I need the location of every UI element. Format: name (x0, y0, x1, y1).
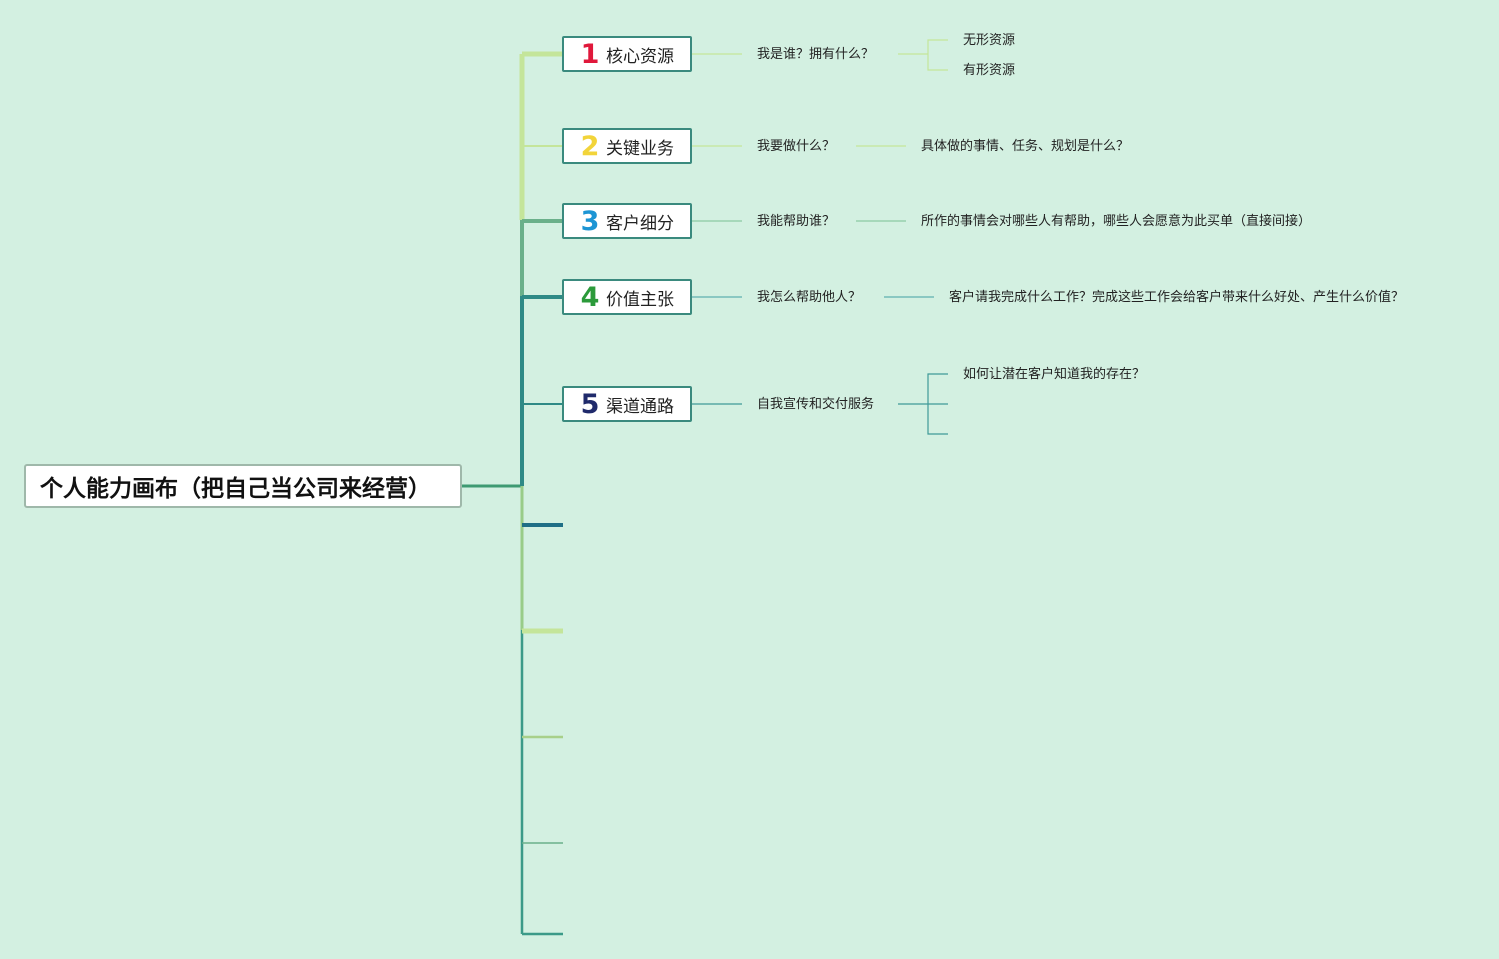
branch-number-5: 5 (580, 388, 600, 420)
branch-number-2: 2 (580, 130, 600, 162)
branch-answer-4[interactable]: 客户请我完成什么工作？完成这些工作会给客户带来什么好处、产生什么价值？ (949, 290, 1405, 305)
branch-topic-3[interactable]: 3 客户细分 (562, 203, 692, 239)
branch-answer-1b[interactable]: 有形资源 (963, 63, 1016, 78)
sub-bracket (927, 39, 948, 71)
branch-topic-4[interactable]: 4 价值主张 (562, 279, 692, 315)
branch-question-3[interactable]: 我能帮助谁？ (757, 214, 836, 229)
branch-topic-1[interactable]: 1 核心资源 (562, 36, 692, 72)
branch-topic-2[interactable]: 2 关键业务 (562, 128, 692, 164)
branch-label-2: 关键业务 (606, 138, 674, 159)
branch-number-3: 3 (580, 205, 600, 237)
root-title: 个人能力画布（把自己当公司来经营） (40, 476, 431, 502)
branch-label-1: 核心资源 (606, 46, 674, 67)
branch-label-3: 客户细分 (606, 213, 674, 234)
branch-topic-5[interactable]: 5 渠道通路 (562, 386, 692, 422)
branch-question-5[interactable]: 自我宣传和交付服务 (757, 397, 875, 412)
sub-bracket (927, 373, 948, 435)
branch-label-5: 渠道通路 (606, 396, 674, 417)
branch-question-2[interactable]: 我要做什么？ (757, 139, 836, 154)
branch-answer-2[interactable]: 具体做的事情、任务、规划是什么？ (921, 139, 1130, 154)
branch-answer-3[interactable]: 所作的事情会对哪些人有帮助，哪些人会愿意为此买单（直接间接） (921, 214, 1312, 229)
branch-answer-1a[interactable]: 无形资源 (963, 33, 1016, 48)
branch-answer-5[interactable]: 如何让潜在客户知道我的存在？ (963, 367, 1146, 382)
root-topic[interactable]: 个人能力画布（把自己当公司来经营） (24, 464, 462, 508)
branch-number-1: 1 (580, 38, 600, 70)
branch-question-4[interactable]: 我怎么帮助他人？ (757, 290, 862, 305)
branch-label-4: 价值主张 (606, 289, 674, 310)
branch-number-4: 4 (580, 281, 600, 313)
branch-question-1[interactable]: 我是谁？拥有什么？ (757, 47, 875, 62)
